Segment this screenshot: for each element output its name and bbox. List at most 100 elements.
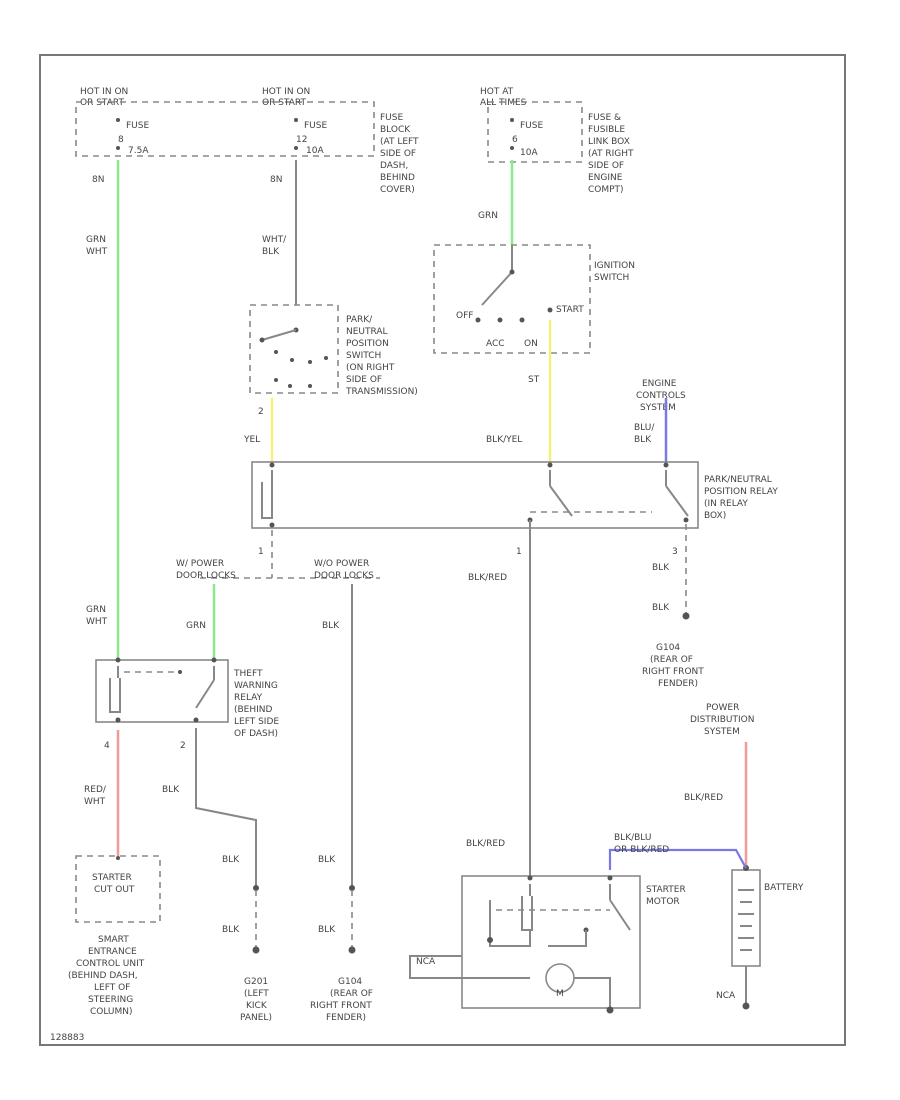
smart-l1: SMART [98,935,129,945]
blk-red-2: BLK/RED [466,839,505,849]
blk-7: BLK [318,855,336,865]
blu-blk-2: BLK [634,435,652,445]
ground-g104-bottom [348,946,356,954]
fusible-l3: LINK BOX [588,137,630,147]
theft-l4: (BEHIND [234,705,273,715]
hot-run-start-1-l2: OR START [80,98,124,108]
fusible-l5: SIDE OF [588,161,624,171]
cutout-l1: STARTER [92,873,132,883]
yel-label: YEL [243,435,260,445]
pnp-relay-l3: (IN RELAY [704,499,748,509]
w1b-color-1: GRN [86,605,106,615]
smart-l6: STEERING [88,995,133,1005]
g104b-l2: (REAR OF [330,989,373,999]
power-dist-l2: DISTRIBUTION [690,715,754,725]
pin-4: 4 [104,741,110,751]
smart-l7: COLUMN) [90,1007,133,1017]
theft-l6: OF DASH) [234,729,278,739]
starter-l2: MOTOR [646,897,680,907]
blk-yel-label: BLK/YEL [486,435,522,445]
nca-1: NCA [416,957,436,967]
motor-m: M [556,989,564,999]
blk-red-3: BLK/RED [684,793,723,803]
fusible-l7: COMPT) [588,185,624,195]
w-power-1: W/ POWER [176,559,224,569]
g201-l2: (LEFT [244,989,269,999]
theft-l5: LEFT SIDE [234,717,279,727]
g104-l3: RIGHT FRONT [642,667,704,677]
theft-l3: RELAY [234,693,263,703]
pin-1b: 1 [516,547,522,557]
fuse-2-amp: 10A [306,146,324,156]
ignition-switch: OFF START ACC ON IGNITION SWITCH [433,244,635,354]
ground-g104-top [682,612,690,620]
red-wht-2: WHT [84,797,106,807]
pnp-sw-l1: PARK/ [346,315,373,325]
pnp-sw-l2: NEUTRAL [346,327,388,337]
pnp-relay-l2: POSITION RELAY [704,487,778,497]
fuse-block-l2: BLOCK [380,125,411,135]
hot-all-times-l1: HOT AT [480,87,514,97]
pnp-sw-l4: SWITCH [346,351,381,361]
g104-l1: G104 [656,643,680,653]
smart-l4: (BEHIND DASH, [68,971,138,981]
w2-pin: 8N [270,175,282,185]
hot-run-start-1-l1: HOT IN ON [80,87,128,97]
blk-5: BLK [222,855,240,865]
blk-4: BLK [162,785,180,795]
park-neutral-relay: PARK/NEUTRAL POSITION RELAY (IN RELAY BO… [251,461,778,529]
power-dist-l3: SYSTEM [704,727,740,737]
eng-ctrl-l1: ENGINE [642,379,677,389]
pnp-sw-l7: TRANSMISSION) [345,387,418,397]
pnp-sw-l3: POSITION [346,339,389,349]
fuse-block-left: HOT IN ON OR START FUSE 8 7.5A HOT IN ON… [75,87,419,195]
fuse-block-l3: (AT LEFT [380,137,419,147]
diagram-frame [39,54,846,1046]
battery: BATTERY NCA [716,865,804,1010]
st-label: ST [528,375,540,385]
ign-label-2: SWITCH [594,273,629,283]
theft-l2: WARNING [234,681,278,691]
fuse-block-l6: BEHIND [380,173,415,183]
ign-on: ON [524,339,538,349]
eng-ctrl-l2: CONTROLS [636,391,686,401]
fuse-3-amp: 10A [520,148,538,158]
hot-run-start-2-l1: HOT IN ON [262,87,310,97]
fuse-block-l4: SIDE OF [380,149,416,159]
smart-l3: CONTROL UNIT [76,959,145,969]
ign-start: START [556,305,584,315]
starter-motor: BLK/RED NCA M STARTER MOTOR [409,839,686,1014]
wo-power-2: DOOR LOCKS [314,571,374,581]
fusible-l6: ENGINE [588,173,623,183]
starter-l1: STARTER [646,885,686,895]
starter-cut-out: STARTER CUT OUT [75,855,161,923]
g201-l4: PANEL) [240,1013,272,1023]
theft-l1: THEFT [233,669,263,679]
footer-id: 128883 [50,1033,84,1043]
g104-l4: FENDER) [658,679,698,689]
g104b-l3: RIGHT FRONT [310,1001,372,1011]
pnp-sw-l5: (ON RIGHT [346,363,395,373]
fuse-1-num: 8 [118,135,124,145]
pnp-sw-l6: SIDE OF [346,375,382,385]
fuse-block-l1: FUSE [380,113,403,123]
pin-3: 3 [672,547,678,557]
nca-2: NCA [716,991,736,1001]
wire-blk-blu [608,848,747,870]
pin-1a: 1 [258,547,264,557]
yel-pin: 2 [258,407,264,417]
g104-l2: (REAR OF [650,655,693,665]
pin-2: 2 [180,741,186,751]
g104b-l4: FENDER) [326,1013,366,1023]
power-dist-l1: POWER [706,703,739,713]
hot-run-start-2-l2: OR START [262,98,306,108]
w3-color: GRN [478,211,498,221]
w1b-color-2: WHT [86,617,108,627]
blk-2: BLK [652,603,670,613]
w1-color-1: GRN [86,235,106,245]
grn-label: GRN [186,621,206,631]
wo-power-1: W/O POWER [314,559,369,569]
g201-l3: KICK [246,1001,268,1011]
fuse-3-num: 6 [512,135,518,145]
